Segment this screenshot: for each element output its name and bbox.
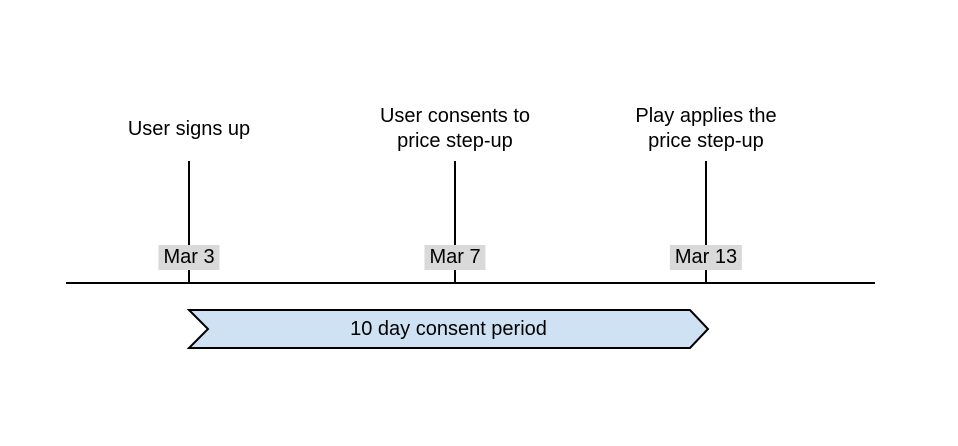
event-signup-tick [188,161,190,283]
event-apply-tick [705,161,707,283]
event-apply-date-badge: Mar 13 [669,245,743,270]
consent-period-label: 10 day consent period [350,317,547,340]
event-consent-date-badge: Mar 7 [424,245,486,270]
event-signup-title: User signs up [127,117,251,140]
timeline-axis [66,282,875,284]
event-signup-date-badge: Mar 3 [158,245,220,270]
consent-period-chevron-shape [186,309,710,349]
event-consent-tick [454,161,456,283]
event-apply-title: Play applies the price step-up [635,105,777,152]
event-consent-title: User consents to price step-up [379,105,531,152]
